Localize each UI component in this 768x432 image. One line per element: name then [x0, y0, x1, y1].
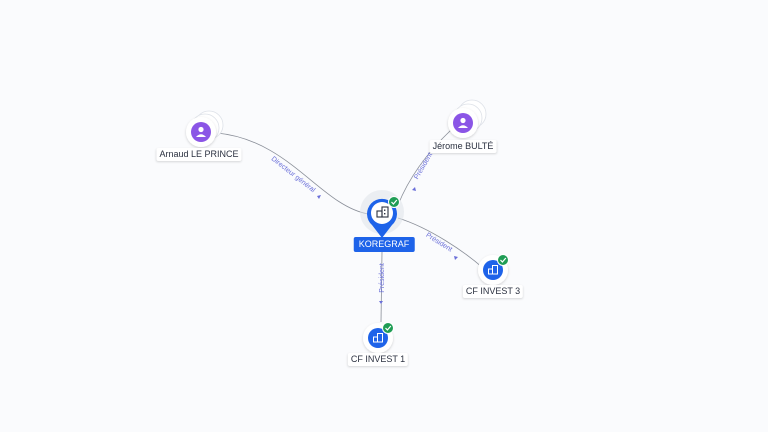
node-arnaud-le-prince[interactable] [186, 110, 224, 147]
company-icon [373, 333, 383, 343]
node-label-cf-invest-1[interactable]: CF INVEST 1 [347, 353, 409, 366]
node-label-jerome[interactable]: Jérome BULTÉ [429, 140, 497, 153]
node-label-koregraf[interactable]: KOREGRAF [353, 237, 415, 252]
verified-badge [497, 254, 509, 266]
node-cf-invest-3[interactable] [478, 254, 509, 286]
person-icon [453, 113, 473, 133]
edge-label-president-cf1: Président [379, 263, 386, 293]
edge-arrow [454, 256, 458, 260]
edge-arrow [379, 301, 383, 304]
verified-badge [388, 196, 400, 208]
edge-arrow [412, 187, 416, 191]
edge-koregraf-cf-invest-1[interactable]: Président [379, 251, 386, 323]
edge-label-president-jerome: Président [413, 152, 434, 181]
node-cf-invest-1[interactable] [363, 322, 394, 354]
node-koregraf[interactable] [360, 190, 404, 238]
node-label-arnaud[interactable]: Arnaud LE PRINCE [156, 148, 242, 161]
edge-arrow [317, 195, 321, 199]
company-icon [488, 265, 498, 275]
edge-label-directeur-general: Directeur général [270, 156, 317, 195]
company-icon [376, 206, 389, 218]
verified-badge [382, 322, 394, 334]
person-icon [191, 122, 211, 142]
node-label-cf-invest-3[interactable]: CF INVEST 3 [462, 285, 524, 298]
node-jerome-bulte[interactable] [448, 99, 487, 138]
edge-arnaud-koregraf[interactable]: Directeur général [216, 132, 369, 215]
